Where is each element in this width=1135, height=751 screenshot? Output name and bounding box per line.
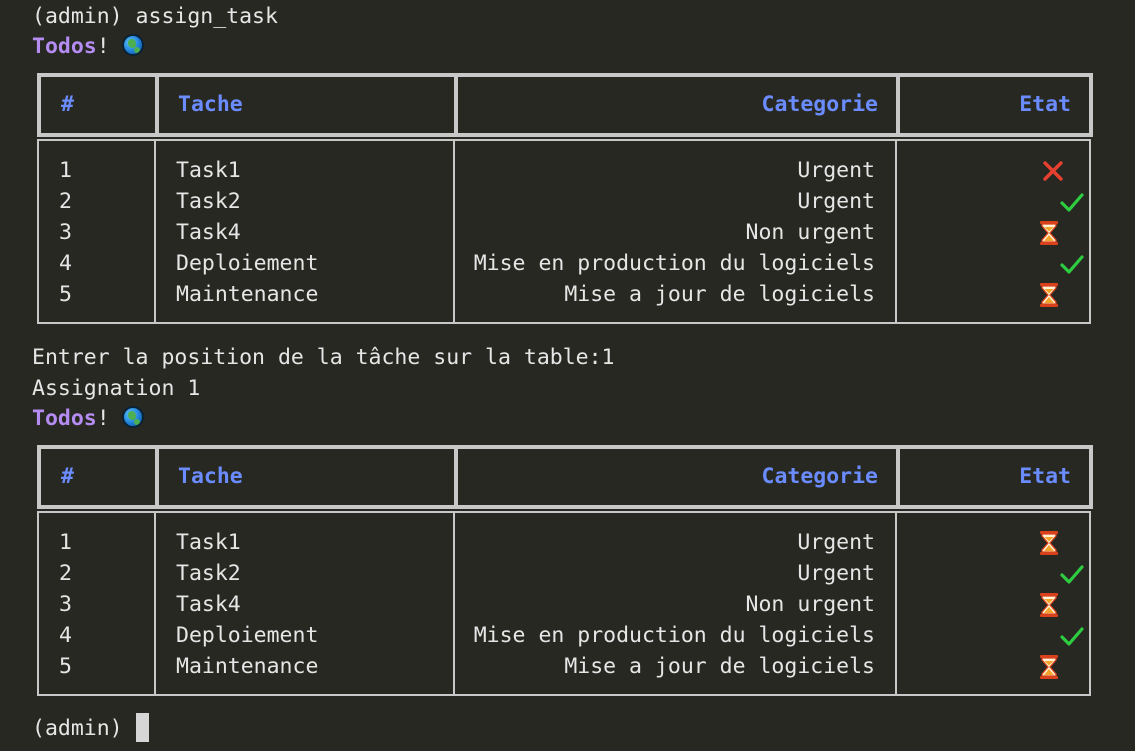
header-etat: Etat — [1019, 464, 1071, 489]
todos-punct: ! — [96, 34, 110, 59]
table-row: 5 Maintenance Mise a jour de logiciels — [39, 651, 1089, 682]
todos-title-2: Todos! — [32, 403, 144, 434]
cell-num: 1 — [59, 530, 72, 555]
table-row: 1 Task1 Urgent — [39, 527, 1089, 558]
todos-punct: ! — [96, 406, 110, 431]
cell-etat — [949, 651, 1089, 682]
cell-tache: Maintenance — [176, 654, 319, 679]
table-row: 3 Task4 Non urgent — [39, 217, 1089, 248]
table-row: 1 Task1 Urgent — [39, 155, 1089, 186]
cell-categorie: Non urgent — [745, 220, 875, 245]
header-num: # — [61, 464, 74, 489]
prompt-text: (admin) — [32, 716, 136, 741]
table-header: # Tache Categorie Etat — [37, 73, 1093, 137]
terminal[interactable]: (admin) assign_task Todos! # Tache Categ… — [32, 0, 1135, 751]
cell-etat — [949, 527, 1089, 558]
todos-word: Todos — [32, 406, 97, 431]
hourglass-icon — [1040, 593, 1058, 617]
hourglass-icon — [1040, 655, 1058, 679]
header-tache: Tache — [178, 464, 243, 489]
cell-num: 2 — [59, 189, 72, 214]
cell-categorie: Urgent — [797, 158, 875, 183]
text-cursor — [135, 713, 149, 742]
cell-num: 5 — [59, 282, 72, 307]
todos-title: Todos! — [32, 31, 144, 62]
header-num: # — [61, 92, 74, 117]
cell-etat — [949, 620, 1089, 651]
cell-tache: Task4 — [176, 220, 241, 245]
cell-tache: Task2 — [176, 189, 241, 214]
cell-etat — [949, 155, 1089, 186]
hourglass-icon — [1040, 221, 1058, 245]
cell-categorie: Urgent — [797, 530, 875, 555]
command-line: (admin) assign_task — [32, 4, 278, 29]
cell-categorie: Mise a jour de logiciels — [564, 654, 875, 679]
cell-num: 5 — [59, 654, 72, 679]
cell-categorie: Mise en production du logiciels — [473, 623, 875, 648]
table-row: 5 Maintenance Mise a jour de logiciels — [39, 279, 1089, 310]
table-header: # Tache Categorie Etat — [37, 445, 1093, 509]
check-icon — [1060, 565, 1084, 584]
hourglass-icon — [1040, 283, 1058, 307]
cell-etat — [949, 558, 1089, 589]
cell-categorie: Mise a jour de logiciels — [564, 282, 875, 307]
cell-num: 3 — [59, 220, 72, 245]
cell-categorie: Urgent — [797, 189, 875, 214]
cell-num: 4 — [59, 623, 72, 648]
table-row: 2 Task2 Urgent — [39, 558, 1089, 589]
cell-tache: Task1 — [176, 530, 241, 555]
cell-tache: Deploiement — [176, 623, 319, 648]
todos-word: Todos — [32, 34, 97, 59]
cell-num: 2 — [59, 561, 72, 586]
cell-tache: Maintenance — [176, 282, 319, 307]
cell-num: 1 — [59, 158, 72, 183]
hourglass-icon — [1040, 531, 1058, 555]
cell-num: 4 — [59, 251, 72, 276]
header-tache: Tache — [178, 92, 243, 117]
globe-icon — [121, 34, 144, 56]
check-icon — [1060, 193, 1084, 212]
cell-etat — [949, 589, 1089, 620]
globe-icon — [121, 406, 144, 428]
cell-etat — [949, 186, 1089, 217]
cross-icon — [1043, 161, 1063, 181]
final-prompt[interactable]: (admin) — [32, 713, 149, 744]
cell-etat — [949, 279, 1089, 310]
cell-categorie: Urgent — [797, 561, 875, 586]
header-categorie: Categorie — [761, 464, 879, 489]
position-prompt: Entrer la position de la tâche sur la ta… — [32, 345, 615, 370]
cell-categorie: Non urgent — [745, 592, 875, 617]
cell-etat — [949, 217, 1089, 248]
assignation-message: Assignation 1 — [32, 376, 201, 401]
check-icon — [1060, 627, 1084, 646]
cell-tache: Task4 — [176, 592, 241, 617]
cell-num: 3 — [59, 592, 72, 617]
cell-tache: Task2 — [176, 561, 241, 586]
cell-tache: Deploiement — [176, 251, 319, 276]
table-row: 3 Task4 Non urgent — [39, 589, 1089, 620]
table-row: 4 Deploiement Mise en production du logici… — [39, 248, 1089, 279]
check-icon — [1060, 255, 1084, 274]
table-row: 2 Task2 Urgent — [39, 186, 1089, 217]
header-categorie: Categorie — [761, 92, 879, 117]
cell-tache: Task1 — [176, 158, 241, 183]
table-row: 4 Deploiement Mise en production du logici… — [39, 620, 1089, 651]
header-etat: Etat — [1019, 92, 1071, 117]
cell-categorie: Mise en production du logiciels — [473, 251, 875, 276]
cell-etat — [949, 248, 1089, 279]
